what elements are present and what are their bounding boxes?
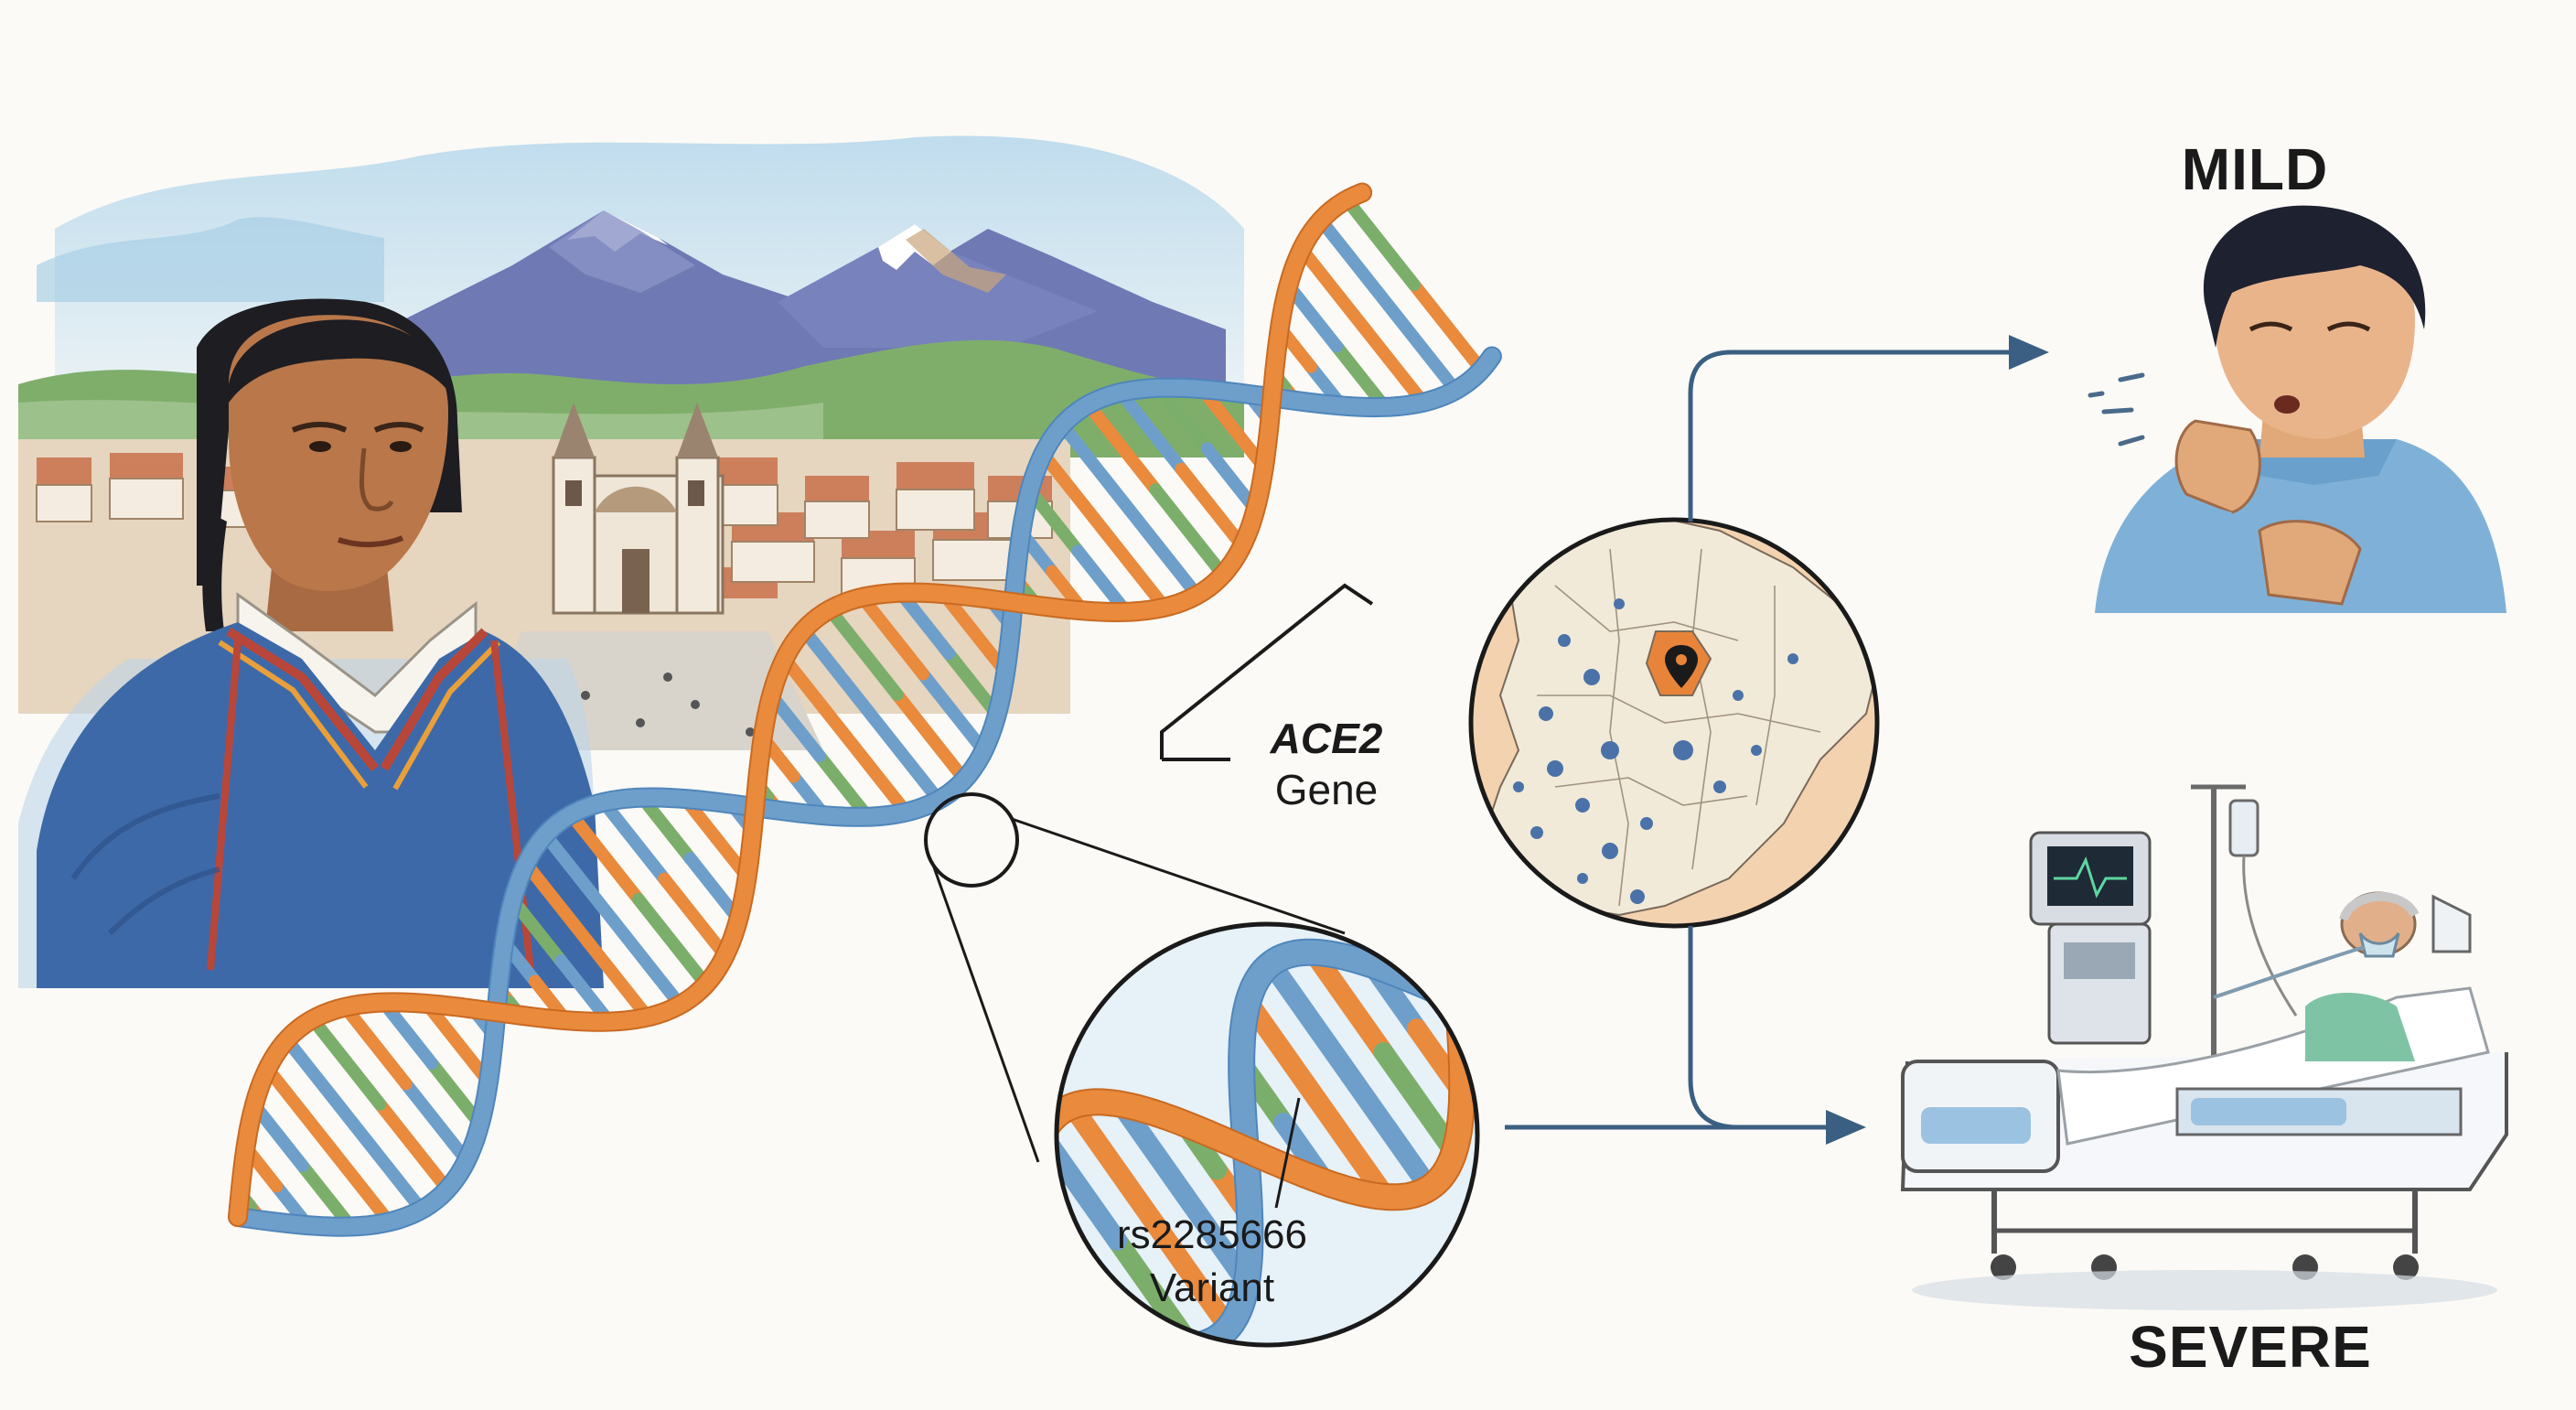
base-pair [1473, 971, 1477, 1034]
base-pair [1071, 544, 1133, 619]
base-pair [1373, 1042, 1465, 1163]
country-map [1468, 517, 1880, 929]
dna-strand-blue [1057, 940, 1477, 1345]
variant-word-label: Variant [1149, 1265, 1275, 1310]
base-pair [280, 1033, 361, 1132]
base-pair [635, 791, 697, 866]
base-pair [1081, 398, 1163, 497]
base-pair [606, 913, 687, 1012]
base-pair [580, 933, 654, 1024]
gene-word-label: Gene [1274, 766, 1379, 813]
variant-locus-ring [924, 792, 1019, 888]
base-pair [377, 996, 438, 1071]
coughing-patient [2088, 205, 2506, 613]
base-pair [321, 1138, 396, 1229]
base-pair [1340, 193, 1421, 292]
base-pair [890, 688, 971, 786]
mild-outcome-label: MILD [2181, 136, 2329, 202]
base-pair [1261, 953, 1361, 1086]
base-pair [247, 1098, 309, 1173]
base-pair [1238, 991, 1327, 1110]
dna-double-helix [228, 182, 1502, 1237]
case-dots [1513, 598, 1798, 904]
outcome-arrows [1505, 350, 2011, 1130]
dna-strand-blue [230, 348, 1500, 1235]
base-pair [894, 586, 956, 661]
base-pair [632, 892, 713, 991]
variant-id-label: rs2285666 [1117, 1212, 1307, 1257]
base-pair [306, 1012, 387, 1111]
base-pair [942, 647, 1004, 721]
base-pair [1097, 523, 1172, 614]
base-pair [1340, 1065, 1440, 1199]
gene-name-label: ACE2 [1270, 715, 1383, 762]
base-pair [261, 1061, 335, 1152]
base-pair [1062, 1095, 1161, 1227]
base-pair [823, 603, 904, 702]
base-pair [839, 728, 913, 819]
base-pair [1175, 462, 1249, 553]
base-pair [399, 1077, 474, 1168]
base-pair [348, 1118, 428, 1217]
ace2-gene-bracket [1160, 583, 1374, 761]
base-pair [1153, 381, 1214, 456]
base-pair [373, 1097, 455, 1196]
base-pair [424, 1057, 487, 1131]
base-pair [1200, 442, 1262, 516]
base-pair [683, 852, 746, 926]
base-pair [596, 795, 671, 886]
base-pair [765, 688, 826, 763]
base-pair [1056, 418, 1136, 517]
base-pair [1057, 1125, 1128, 1251]
base-pair [539, 828, 619, 927]
base-pair [1303, 942, 1394, 1062]
base-pair [554, 954, 616, 1028]
person-portrait-illustration [18, 298, 604, 988]
arrow-head-severe [1826, 1110, 1866, 1145]
base-pair [1306, 1089, 1396, 1208]
base-pair [1444, 930, 1477, 992]
base-pair [1294, 242, 1369, 332]
base-pair [1330, 339, 1391, 414]
base-pair [1315, 213, 1395, 312]
base-pair [1114, 385, 1188, 476]
hospital-bed-patient [1900, 784, 2508, 1310]
base-pair [855, 590, 929, 681]
map-pin-icon [1665, 645, 1698, 688]
base-pair [1356, 318, 1430, 409]
base-pair [1123, 503, 1204, 602]
base-pair [797, 623, 878, 722]
base-pair [1407, 278, 1488, 377]
base-pair [520, 856, 594, 947]
base-pair [1149, 483, 1229, 582]
base-pair [1381, 298, 1463, 397]
base-pair [812, 749, 875, 823]
base-pair [916, 667, 991, 758]
zoom-callout-lines [924, 792, 1346, 1163]
dna-strand-orange [1057, 924, 1475, 1311]
base-pair [1282, 278, 1344, 353]
base-pair [1057, 1250, 1061, 1298]
base-pair [338, 1000, 413, 1091]
base-pair [564, 808, 646, 906]
base-pair [778, 651, 853, 742]
cathedral [552, 403, 724, 615]
base-pair [1023, 483, 1085, 558]
base-pair [658, 872, 732, 963]
arrow-head-mild [2009, 335, 2049, 370]
dna-strand-orange [230, 184, 1371, 1225]
base-pair [1140, 1207, 1239, 1339]
base-pair [1036, 447, 1111, 537]
severe-outcome-label: SEVERE [2129, 1314, 2372, 1380]
base-pair [506, 893, 568, 968]
base-pair [295, 1159, 358, 1233]
base-pair [864, 708, 945, 807]
